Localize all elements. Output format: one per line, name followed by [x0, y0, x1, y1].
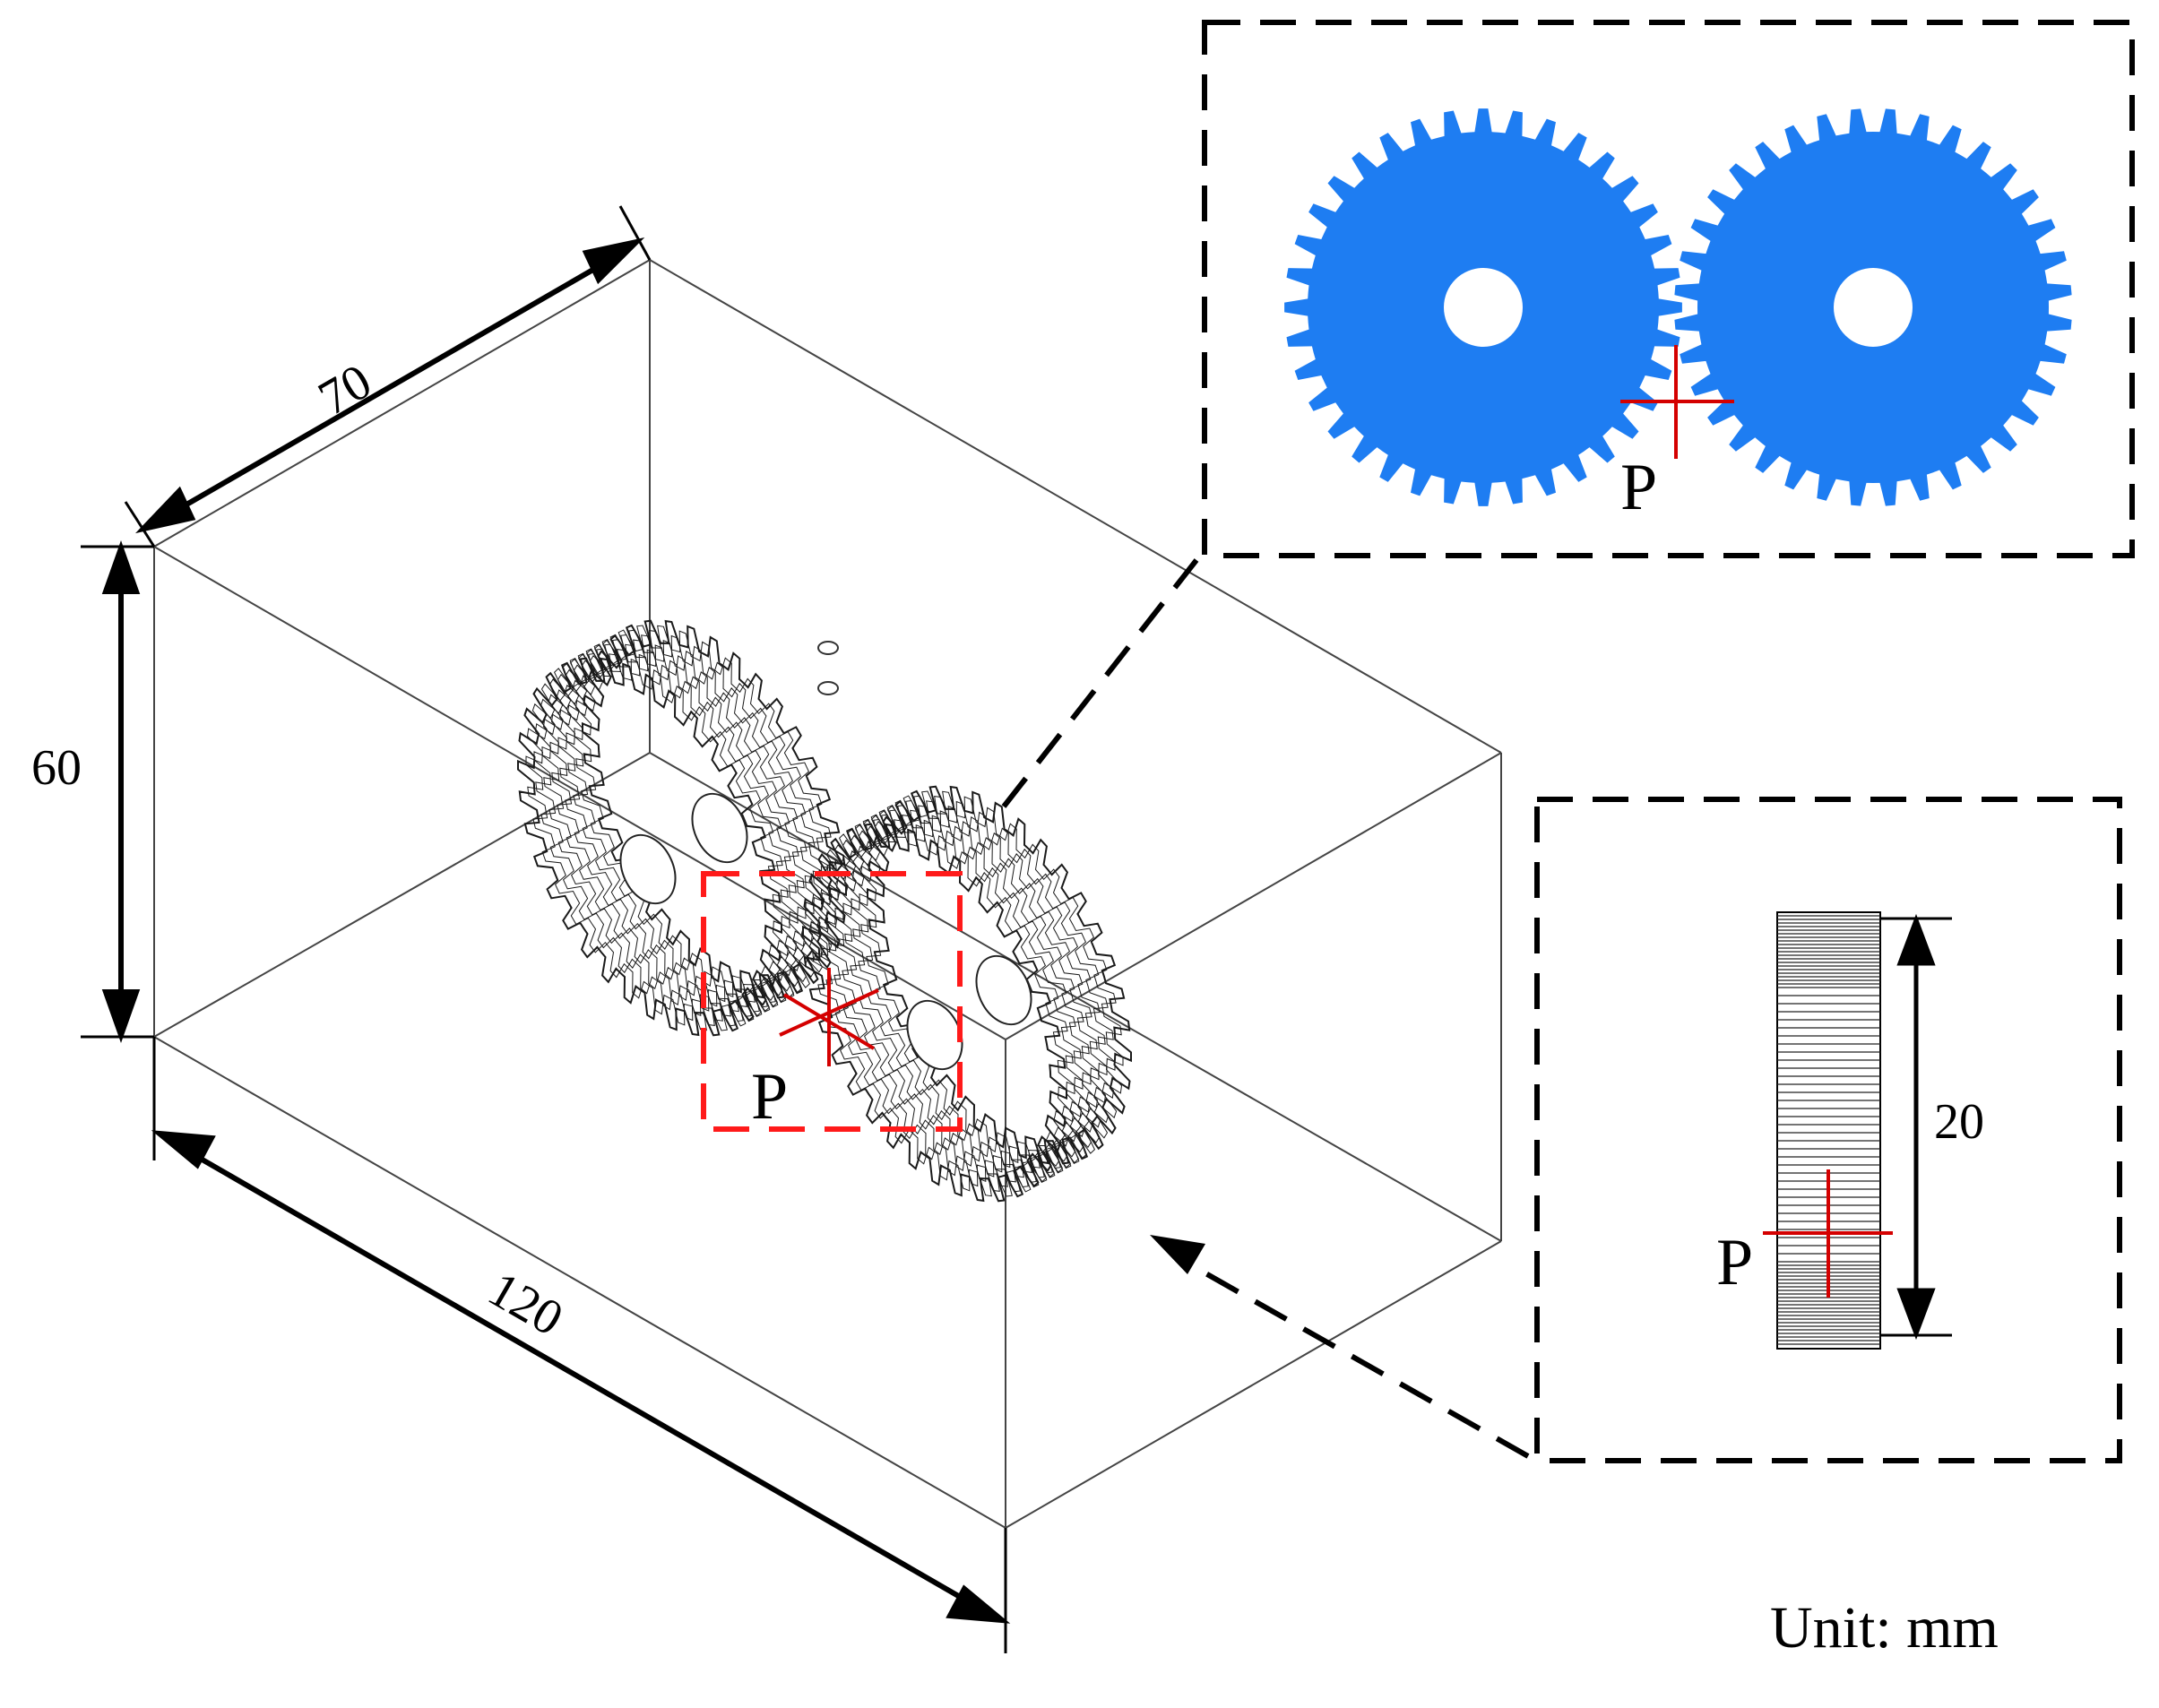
point-p-marker-3d — [779, 968, 879, 1066]
dimension-depth — [124, 205, 652, 548]
probe-circle-2 — [817, 681, 839, 695]
gear-bore-left-back — [691, 792, 748, 864]
probe-circle-1 — [817, 641, 839, 655]
gear-wire-layer — [810, 818, 1075, 1197]
leader-to-side-view — [1150, 1235, 1530, 1459]
gear-wire-layer — [517, 657, 782, 1037]
gear-bore-left — [1444, 268, 1523, 347]
leader-to-gear-view — [1001, 558, 1199, 808]
gear-wire-layer — [802, 823, 1067, 1203]
gear-width-label: 20 — [1934, 1094, 1984, 1150]
gear-wire-layer — [549, 639, 815, 1017]
point-p-label-3d: P — [751, 1060, 788, 1134]
inset-side-view-frame — [1534, 797, 2122, 1463]
point-p-marker-side-view — [1763, 1169, 1893, 1298]
gear-wire-layer — [818, 814, 1084, 1193]
gear-side-profile — [1776, 911, 1881, 1350]
gear-bore-right — [1834, 268, 1913, 347]
gear-wire-layer — [566, 629, 831, 1008]
gear-wire-layer — [842, 799, 1108, 1178]
point-p-label-gear-view: P — [1620, 451, 1657, 524]
gear-wire-layer — [851, 795, 1116, 1174]
gear-wire-layer — [834, 805, 1100, 1183]
gear-wire-layer — [826, 809, 1092, 1188]
gear-bore-right-back — [975, 954, 1032, 1026]
point-p-marker-gear-view — [1620, 345, 1734, 459]
gear-wire-layer — [533, 648, 799, 1027]
unit-label: Unit: mm — [1770, 1595, 1999, 1661]
gear-wire-layer — [525, 652, 790, 1031]
inset-gear-view-frame — [1202, 20, 2135, 558]
gear-wire-layer — [541, 643, 807, 1022]
gear-bore-left-front — [619, 833, 677, 905]
wireframe-gear-right — [802, 785, 1132, 1203]
dimension-height — [81, 540, 154, 1043]
wireframe-gear-left — [517, 619, 847, 1037]
height-label: 60 — [31, 740, 82, 796]
depth-label: 70 — [309, 353, 380, 427]
zoom-region-box — [701, 871, 963, 1132]
dimension-gear-width — [1880, 913, 1952, 1341]
gear-wire-layer — [557, 634, 823, 1013]
point-p-label-side-view: P — [1716, 1226, 1753, 1299]
dimension-length — [151, 1037, 1011, 1653]
length-label: 120 — [479, 1261, 573, 1347]
